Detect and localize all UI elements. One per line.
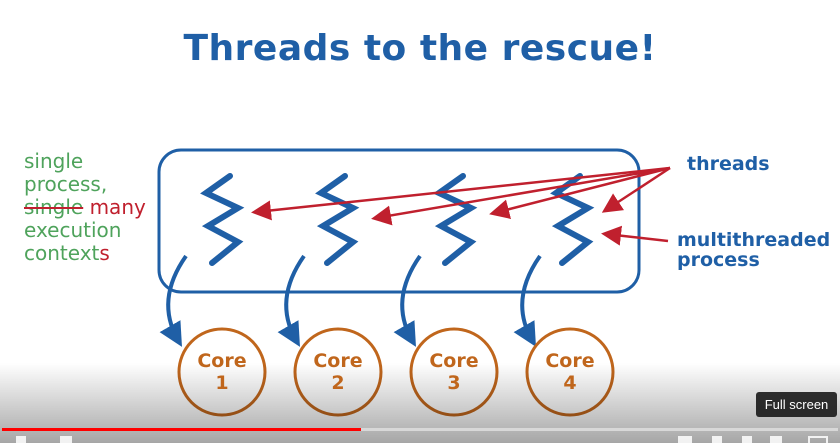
thread-arrow xyxy=(601,166,671,213)
note-line: contexts xyxy=(24,242,146,265)
core-number: 4 xyxy=(563,372,577,394)
slide-title: Threads to the rescue! xyxy=(183,28,657,69)
process-box xyxy=(157,148,641,294)
thread-arrow xyxy=(251,166,671,221)
core-number: 2 xyxy=(331,372,345,394)
core-arrow xyxy=(393,254,422,347)
replacement-word: many xyxy=(89,195,146,219)
note-suffix: s xyxy=(99,241,110,265)
core-circle xyxy=(525,327,615,417)
thread-squiggle xyxy=(433,173,478,266)
note-line: execution xyxy=(24,218,122,242)
core-number: 3 xyxy=(447,372,461,394)
core-number: 1 xyxy=(215,372,229,394)
fullscreen-icon[interactable] xyxy=(808,436,828,445)
threads-label: threads xyxy=(687,153,770,175)
thread-squiggle xyxy=(200,173,245,266)
thread-arrow xyxy=(489,166,671,219)
play-icon[interactable] xyxy=(16,436,26,443)
struck-word: single xyxy=(24,195,84,219)
process-label-1: multithreaded xyxy=(677,229,831,251)
core-circle xyxy=(177,327,267,417)
core-circle xyxy=(409,327,499,417)
core-label: Core xyxy=(429,350,479,372)
volume-icon[interactable] xyxy=(60,436,72,443)
note-line: single many xyxy=(24,196,146,219)
fullscreen-tooltip: Full screen xyxy=(756,392,837,417)
progress-played xyxy=(2,428,362,431)
thread-arrow xyxy=(371,166,671,226)
note-line: process, xyxy=(24,172,108,196)
core-arrow xyxy=(513,254,542,347)
core-arrow xyxy=(159,254,188,347)
thread-squiggle xyxy=(550,173,595,266)
core-arrow xyxy=(277,254,306,347)
note-line: single xyxy=(24,149,84,173)
core-label: Core xyxy=(197,350,247,372)
process-arrow xyxy=(601,225,669,246)
miniplayer-icon[interactable] xyxy=(742,436,752,443)
side-note: single process, single many execution co… xyxy=(24,150,146,265)
note-word: context xyxy=(24,241,100,265)
process-label-2: process xyxy=(677,249,760,271)
theater-icon[interactable] xyxy=(770,436,782,443)
settings-icon[interactable] xyxy=(712,436,722,443)
thread-squiggle xyxy=(315,173,360,266)
subtitles-icon[interactable] xyxy=(678,436,692,443)
progress-bar[interactable] xyxy=(2,428,838,431)
core-label: Core xyxy=(313,350,363,372)
core-label: Core xyxy=(545,350,595,372)
core-circle xyxy=(293,327,383,417)
